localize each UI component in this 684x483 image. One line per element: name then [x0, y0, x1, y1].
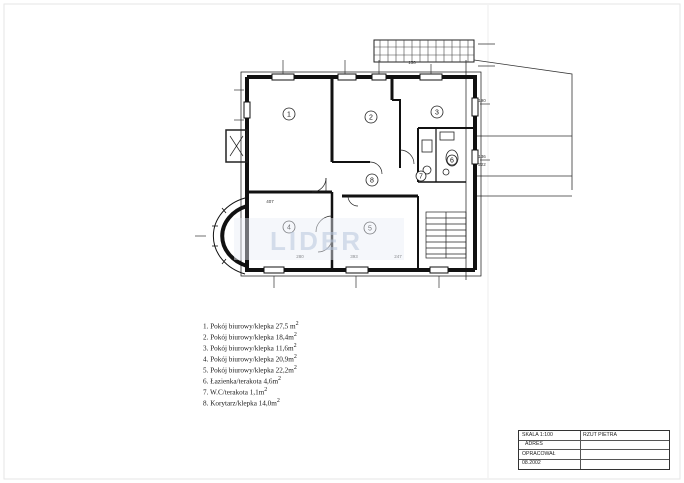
title-block-row: SKALA 1:100 RZUT PIETRA [519, 431, 669, 441]
legend-item: 1. Pokój biurowy/klepka 27,5 m2 [203, 321, 299, 331]
room-legend: 1. Pokój biurowy/klepka 27,5 m2 2. Pokój… [203, 320, 299, 408]
legend-item: 6. Łazienka/terakota 4,6m2 [203, 375, 282, 386]
room-number: 8 [370, 178, 374, 185]
legend-item: 5. Pokój biurowy/klepka 22,2m2 [203, 364, 297, 375]
dimension-label: 190 [478, 98, 486, 103]
title-block-row: OPRACOWAŁ [519, 450, 669, 460]
date-label: 08.2002 [522, 460, 541, 466]
side-projection [225, 129, 248, 163]
room-number: 5 [368, 226, 372, 233]
room-number: 6 [450, 158, 454, 165]
room-markers [282, 105, 458, 235]
address-label: ADRES [525, 441, 543, 447]
bay-window [212, 197, 248, 275]
legend-item: 2. Pokój biurowy/klepka 18,4m2 [203, 331, 297, 342]
dimension-label: 280 [296, 254, 304, 259]
dimension-label: 150 [408, 60, 416, 65]
title-block-divider [580, 431, 581, 469]
watermark-band [234, 218, 404, 260]
dimension-label: 407 [266, 199, 274, 204]
page-border [3, 3, 681, 480]
balcony [373, 39, 495, 67]
bathroom-fixtures [421, 131, 459, 176]
dimension-label: 222 [478, 162, 486, 167]
staircase [425, 211, 467, 259]
drawn-by-label: OPRACOWAŁ [522, 451, 556, 457]
title-block: SKALA 1:100 RZUT PIETRA ADRES OPRACOWAŁ … [518, 430, 670, 470]
room-number: 4 [287, 225, 291, 232]
doors [311, 149, 415, 253]
dimension-label: 247 [394, 254, 402, 259]
drawing-title: RZUT PIETRA [583, 432, 617, 438]
legend-item: 3. Pokój biurowy/klepka 11,6m2 [203, 342, 297, 353]
dimension-ticks [195, 60, 490, 288]
roof-outline [465, 59, 573, 280]
legend-item: 7. W.C/terakota 1,1m2 [203, 386, 268, 397]
room-number: 1 [287, 112, 291, 119]
legend-item: 4. Pokój biurowy/klepka 20,9m2 [203, 353, 297, 364]
room-number: 3 [435, 110, 439, 117]
title-block-row: ADRES [519, 440, 669, 450]
watermark-text: LIDER [270, 226, 363, 256]
dimension-label: 136 [478, 154, 486, 159]
legend-item: 8. Korytarz/klepka 14,0m2 [203, 397, 280, 408]
scale-label: SKALA 1:100 [522, 432, 553, 438]
room-number: 2 [369, 115, 373, 122]
title-block-row: 08.2002 [519, 459, 669, 468]
dimension-label: 393 [350, 254, 358, 259]
room-number: 7 [419, 174, 423, 181]
